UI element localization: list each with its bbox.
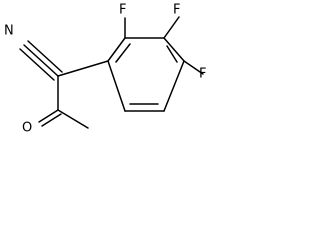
methyl-bond: [57, 109, 89, 129]
carbonyl-group: [38, 109, 62, 127]
triple-bond-line-3: [19, 48, 55, 81]
ring-bond-c3-c4: [163, 37, 185, 62]
oxygen-atom-label: O: [22, 121, 32, 136]
ring-bond-c6-c1: [107, 60, 126, 112]
fluorine-top-right-atom-label: F: [173, 3, 180, 18]
ring-inner-double-bond-2: [166, 45, 178, 63]
fluorine-bond-top-right: [163, 16, 180, 39]
benzene-ring: [107, 37, 185, 112]
fluorine-top-left-atom-label: F: [119, 3, 126, 18]
ring-bond-c4-c5: [163, 60, 185, 112]
ring-bond-c1-c2: [107, 37, 126, 62]
carbonyl-double-bond-line-1: [38, 109, 59, 123]
triple-bond-line-1: [23, 44, 59, 77]
fluorine-right-atom-label: F: [199, 67, 206, 82]
chemical-structure: N O F F F: [4, 3, 206, 136]
triple-bond-line-2: [27, 40, 63, 73]
fluorine-bond-right: [183, 60, 204, 75]
nitrogen-atom-label: N: [4, 24, 14, 39]
alpha-carbon-to-ring-bond: [57, 60, 109, 77]
ring-inner-double-bond-1: [115, 43, 131, 63]
carbonyl-double-bond-line-2: [41, 113, 62, 127]
nitrile-group: [19, 40, 63, 81]
